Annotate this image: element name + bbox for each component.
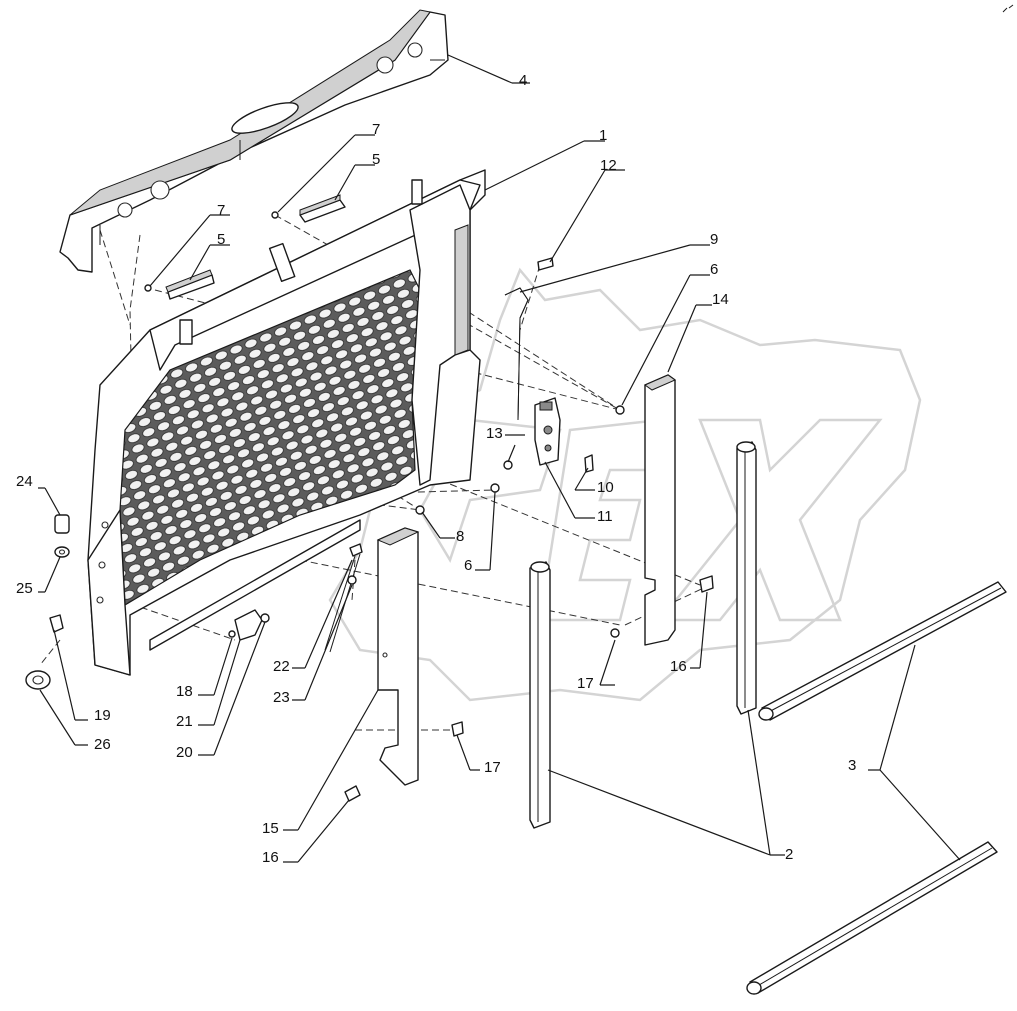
callout-22: 22 xyxy=(273,658,290,675)
nut-part-18 xyxy=(228,630,236,638)
latch-part-11 xyxy=(534,397,561,466)
callout-3: 3 xyxy=(848,757,856,774)
callout-labels: 4 1 12 9 6 14 7 5 7 5 13 10 11 8 6 24 25… xyxy=(16,72,856,866)
sleeve-part-24 xyxy=(54,514,70,534)
seal-strip-part-3 xyxy=(746,581,1007,995)
nut-part-6 xyxy=(490,405,625,493)
callout-20: 20 xyxy=(176,744,193,761)
side-panel-part-14 xyxy=(643,374,677,646)
screw-part-7 xyxy=(144,211,279,292)
washer-part-25 xyxy=(54,546,70,558)
leader-lines xyxy=(38,54,961,863)
callout-24: 24 xyxy=(16,473,33,490)
top-cover-part-4 xyxy=(59,9,449,273)
seal-strip-part-2 xyxy=(529,441,757,829)
callout-6: 6 xyxy=(710,261,718,278)
callout-7: 7 xyxy=(217,202,225,219)
callout-16: 16 xyxy=(262,849,279,866)
callout-8: 8 xyxy=(456,528,464,545)
callout-19: 19 xyxy=(94,707,111,724)
callout-26: 26 xyxy=(94,736,111,753)
corner-mark xyxy=(1002,4,1014,13)
bolt-part-19 xyxy=(49,614,64,633)
callout-4: 4 xyxy=(519,72,527,89)
rod-part-9 xyxy=(504,287,529,421)
washer-part-26 xyxy=(25,670,51,690)
bolt-part-16 xyxy=(344,575,714,802)
pin-part-10 xyxy=(584,454,594,473)
callout-9: 9 xyxy=(710,231,718,248)
callout-10: 10 xyxy=(597,479,614,496)
callout-17: 17 xyxy=(577,675,594,692)
bolt-part-21 xyxy=(260,613,270,623)
nut-part-17 xyxy=(451,628,620,737)
callout-14: 14 xyxy=(712,291,729,308)
washer-part-23 xyxy=(347,575,357,585)
nut-part-13 xyxy=(503,460,513,470)
callout-5: 5 xyxy=(372,151,380,168)
callout-6: 6 xyxy=(464,557,472,574)
callout-21: 21 xyxy=(176,713,193,730)
bolt-part-12 xyxy=(537,257,554,271)
bracket-part-20 xyxy=(234,609,263,641)
callout-2: 2 xyxy=(785,846,793,863)
callout-16: 16 xyxy=(670,658,687,675)
callout-13: 13 xyxy=(486,425,503,442)
callout-1: 1 xyxy=(599,127,607,144)
grille-frame-part-1 xyxy=(87,169,486,676)
callout-23: 23 xyxy=(273,689,290,706)
side-panel-part-15 xyxy=(376,527,420,786)
callout-7: 7 xyxy=(372,121,380,138)
callout-15: 15 xyxy=(262,820,279,837)
bolt-part-8 xyxy=(415,505,425,515)
callout-18: 18 xyxy=(176,683,193,700)
callout-11: 11 xyxy=(597,508,613,525)
plate-part-5-lower xyxy=(165,269,215,300)
callout-12: 12 xyxy=(600,157,617,174)
callout-5: 5 xyxy=(217,231,225,248)
callout-25: 25 xyxy=(16,580,33,597)
plate-part-5-upper xyxy=(299,194,346,223)
callout-17: 17 xyxy=(484,759,501,776)
